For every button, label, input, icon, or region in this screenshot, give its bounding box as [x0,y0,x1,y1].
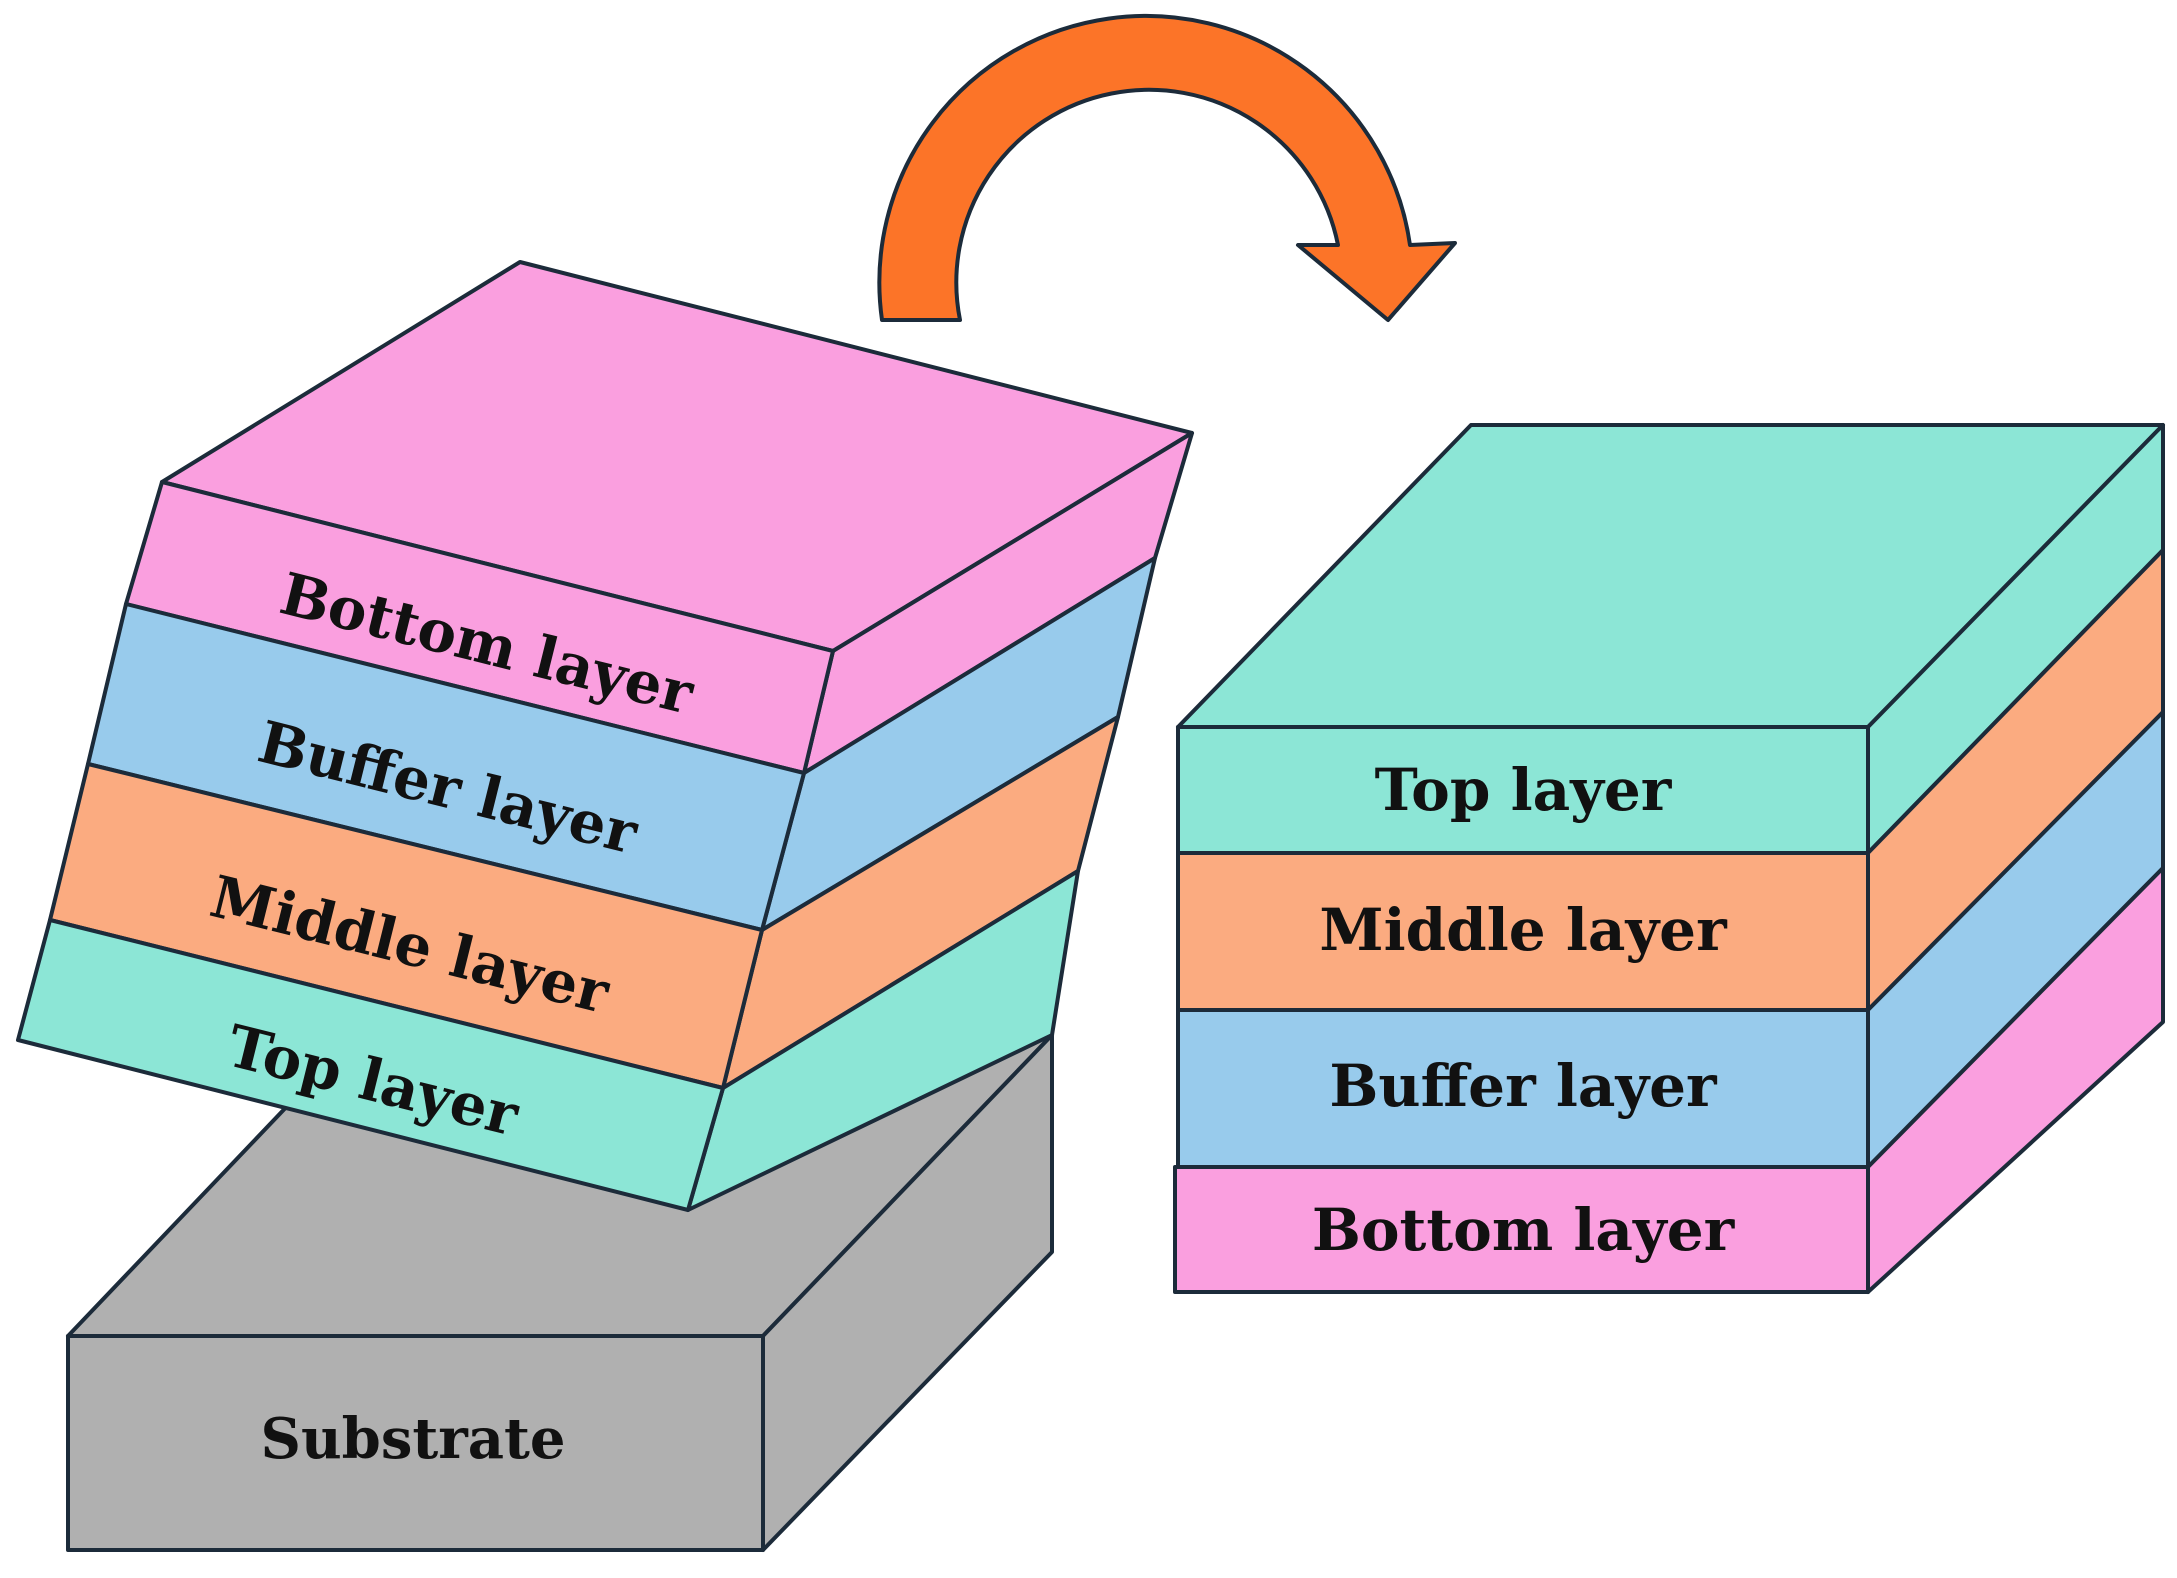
substrate-front-face [66,1334,765,1552]
right-label-bottom-layer: Bottom layer [1312,1196,1736,1264]
curved-flip-arrow-icon [877,13,1457,322]
left-front-top-layer [16,918,725,1212]
right-layer-stack: Top layer Middle layer Buffer layer Bott… [1173,423,2165,1294]
arrow-shape [877,13,1457,322]
right-front-middle-layer [1176,851,1870,1012]
right-label-buffer-layer: Buffer layer [1329,1052,1718,1120]
right-label-top-layer: Top layer [1375,756,1673,824]
right-front-bottom-layer [1173,1165,1870,1294]
left-layer-stack: Bottom layer Buffer layer Middle layer T… [16,260,1194,1212]
right-label-middle-layer: Middle layer [1319,896,1728,964]
right-front-buffer-layer [1176,1008,1870,1169]
right-front-top-layer [1176,725,1870,855]
substrate-label: Substrate [261,1406,566,1472]
